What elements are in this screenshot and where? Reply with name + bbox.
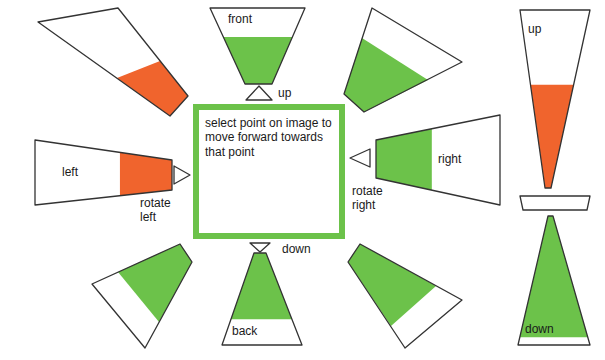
node-outline	[35, 140, 172, 205]
shape-outline	[520, 10, 590, 188]
node-outline	[250, 243, 270, 252]
shape-outline	[350, 149, 370, 167]
triangle-button: rotate right	[350, 149, 370, 167]
node-label: back	[232, 324, 257, 338]
green-fill	[348, 244, 436, 326]
shape-outline	[210, 8, 305, 84]
shape-outline	[246, 86, 272, 100]
node-label: down	[282, 242, 311, 256]
color-fill	[231, 253, 292, 319]
node-outline	[174, 166, 190, 184]
shape-outline	[174, 166, 190, 184]
node-label: left	[62, 165, 78, 179]
node-label: down	[525, 322, 554, 336]
node-label: right	[438, 152, 461, 166]
frustum-shape: up	[520, 10, 590, 188]
frustum-shape: back	[222, 253, 302, 345]
node-label: up	[528, 22, 541, 36]
top-right-frustum	[344, 8, 462, 112]
frustum-shape: left	[35, 140, 172, 205]
shape-outline	[222, 253, 302, 345]
bottom-right-frustum	[348, 244, 462, 348]
band-shape	[520, 196, 590, 210]
node-outline	[520, 10, 590, 188]
shape-outline	[518, 216, 590, 345]
shape-outline	[250, 243, 270, 252]
bottom-left-frustum	[92, 244, 192, 348]
triangle-button: up	[246, 86, 272, 100]
frustum-shape: right	[376, 115, 500, 205]
box-border	[196, 107, 342, 236]
top-left-frustum	[38, 8, 188, 116]
color-fill	[520, 216, 588, 337]
node-label: up	[278, 86, 291, 100]
frustum-shape: front	[210, 8, 305, 84]
shape-outline	[35, 140, 172, 205]
node-outline	[246, 86, 272, 100]
node-label: front	[228, 12, 252, 26]
frustum-shape: down	[518, 216, 590, 345]
node-label: select point on image to move forward to…	[205, 116, 333, 159]
shape-outline	[376, 115, 500, 205]
node-label: rotate left	[140, 196, 184, 225]
node-outline	[350, 149, 370, 167]
node-label: rotate right	[352, 184, 396, 213]
instruction-box: select point on image to move forward to…	[193, 104, 345, 239]
triangle-button: down	[250, 243, 270, 252]
triangle-button: rotate left	[174, 166, 190, 184]
node-outline	[210, 8, 305, 84]
color-fill	[531, 85, 574, 188]
